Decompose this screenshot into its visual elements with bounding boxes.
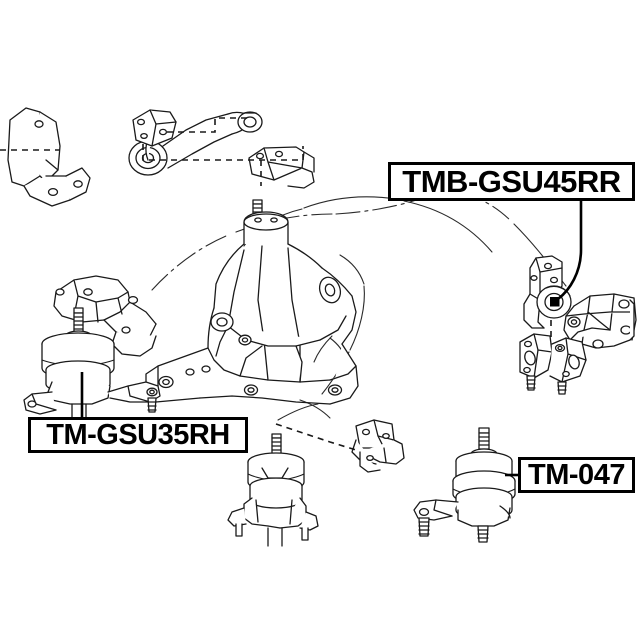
part-label-tm-gsu35rh[interactable]: TM-GSU35RH xyxy=(28,417,248,453)
part-front-engine-mount xyxy=(413,427,516,543)
leader-tmb-gsu45rr xyxy=(557,201,583,301)
part-upper-left-mounting-bracket xyxy=(7,107,91,207)
part-rear-mount-bushing xyxy=(523,255,572,329)
dash-bracket-chain-2 xyxy=(167,117,250,133)
dash-lower-mount-to-bracket xyxy=(275,423,357,451)
part-lower-center-mount xyxy=(227,433,319,547)
part-flat-stay-bracket xyxy=(248,146,315,189)
part-label-tmb-gsu45rr[interactable]: TMB-GSU45RR xyxy=(388,162,635,201)
part-left-mount-support-arm xyxy=(53,275,157,357)
part-right-hand-engine-mount xyxy=(23,307,161,431)
dash-bracket-chain-1 xyxy=(142,144,304,161)
part-small-angle-bracket xyxy=(351,419,405,473)
part-rear-mount-plate-bracket xyxy=(519,333,587,395)
part-label-tm-047[interactable]: TM-047 xyxy=(518,457,635,493)
part-small-stay-bracket-top xyxy=(132,109,177,147)
